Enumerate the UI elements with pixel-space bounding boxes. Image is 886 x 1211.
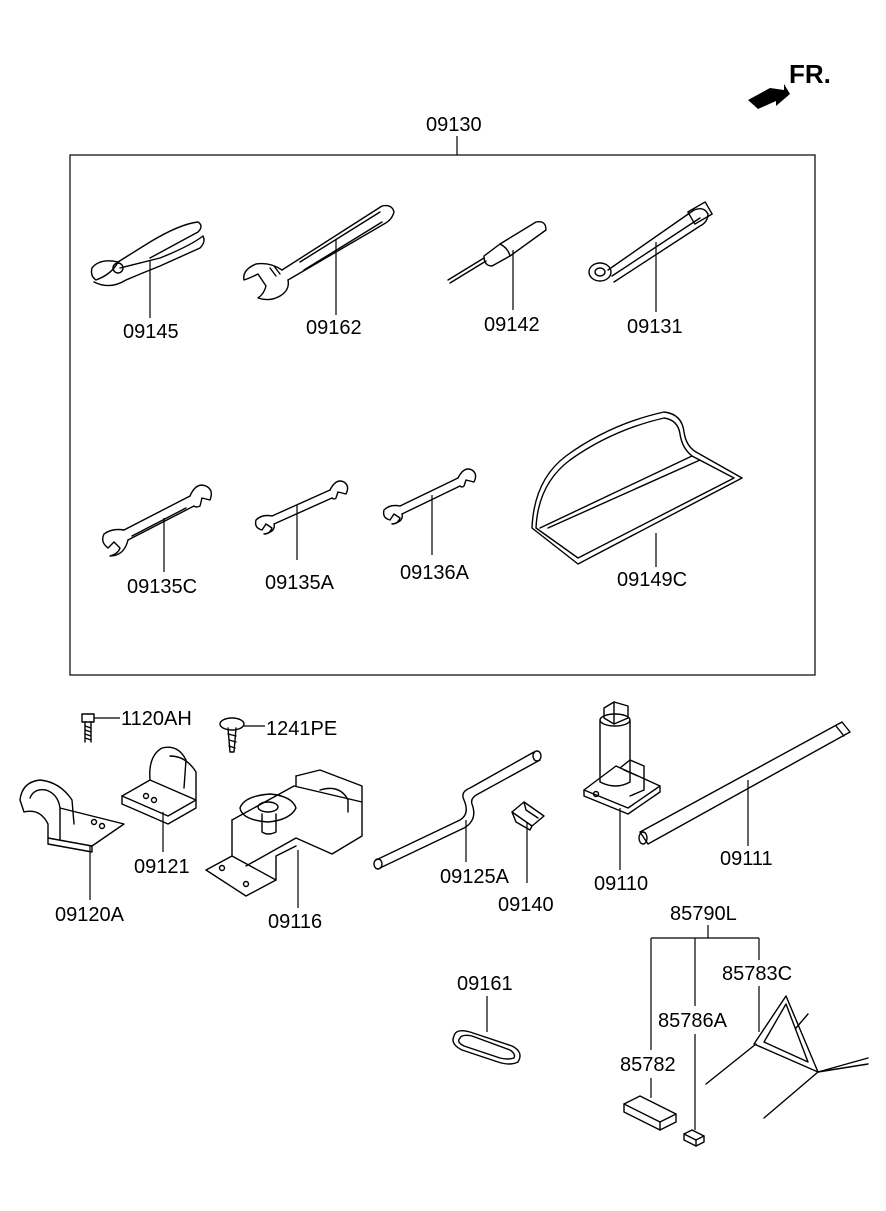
part-1120AH-label: 1120AH: [121, 708, 192, 730]
block-icon: [683, 1129, 705, 1147]
clamp-icon: [121, 746, 197, 825]
case-icon: [623, 1095, 677, 1131]
adjustable-wrench-icon: [243, 204, 395, 301]
part-09149C-label: 09149C: [617, 569, 687, 591]
kit-label: 09130: [426, 114, 482, 136]
jack-bracket-icon: [205, 769, 363, 897]
direction-arrow-icon: [748, 84, 790, 109]
tool-kit-box: [69, 154, 816, 676]
part-09145-label: 09145: [123, 321, 179, 343]
part-85782-label: 85782: [620, 1054, 676, 1076]
handle-icon: [373, 750, 542, 870]
spanner-small-icon: [382, 468, 477, 525]
band-icon: [452, 1029, 521, 1065]
part-09125A-label: 09125A: [440, 866, 510, 888]
part-09142-label: 09142: [484, 314, 540, 336]
pliers-icon: [90, 221, 205, 287]
part-09162-label: 09162: [306, 317, 362, 339]
part-85786A-label: 85786A: [658, 1010, 728, 1032]
part-09135C-label: 09135C: [127, 576, 197, 598]
part-85790L-label: 85790L: [670, 903, 737, 925]
part-09131-label: 09131: [627, 316, 683, 338]
part-09140-label: 09140: [498, 894, 554, 916]
tool-bag-icon: [531, 411, 743, 565]
part-09136A-label: 09136A: [400, 562, 470, 584]
spanner-medium-icon: [254, 480, 349, 535]
part-09120A-label: 09120A: [55, 904, 125, 926]
part-09161-label: 09161: [457, 973, 513, 995]
part-09121-label: 09121: [134, 856, 190, 878]
rod-icon: [638, 721, 851, 845]
screw-icon: [219, 717, 245, 753]
part-09135A-label: 09135A: [265, 572, 335, 594]
screwdriver-icon: [447, 220, 547, 284]
part-09111-label: 09111: [720, 848, 773, 870]
direction-label: FR.: [789, 59, 831, 89]
part-85783C-label: 85783C: [722, 963, 792, 985]
part-09110-label: 09110: [594, 873, 648, 895]
jack-icon: [583, 701, 661, 815]
socket-wrench-icon: [588, 201, 713, 283]
bolt-icon: [81, 713, 95, 743]
clamp-icon: [19, 779, 125, 853]
part-1241PE-label: 1241PE: [266, 718, 337, 740]
spanner-large-icon: [101, 484, 213, 557]
warning-triangle-icon: [705, 995, 869, 1119]
part-09116-label: 09116: [268, 911, 322, 933]
clip-icon: [511, 801, 545, 831]
